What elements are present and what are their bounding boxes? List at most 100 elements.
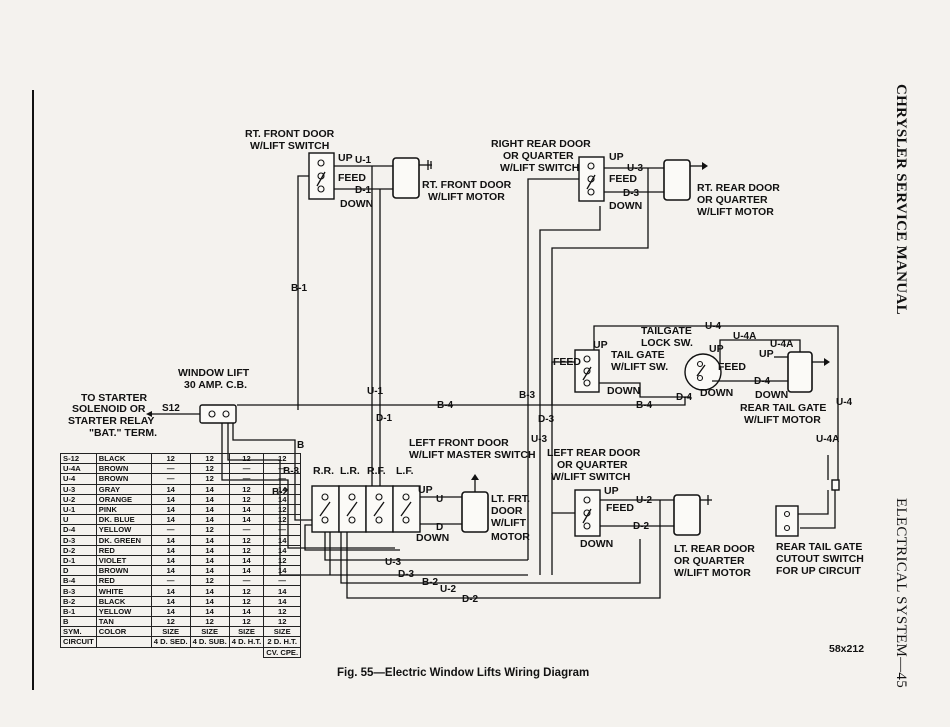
table-header-cell: 4 D. SED.	[150, 636, 191, 648]
tailgate-lock-label-2: LOCK SW.	[641, 337, 693, 349]
table-cell: B-4	[60, 575, 97, 587]
table-cell: 12	[189, 463, 230, 475]
table-cell: 14	[228, 514, 265, 526]
table-header-cell: SIZE	[189, 626, 230, 638]
lock-up: UP	[709, 343, 724, 355]
table-header-cell	[95, 636, 152, 648]
table-cell: 12	[228, 534, 265, 546]
lt-rear-motor-label-2: OR QUARTER	[674, 555, 745, 567]
starter-label-4: "BAT." TERM.	[89, 427, 157, 439]
table-cell: 14	[150, 514, 191, 526]
table-cell: U-4A	[60, 463, 97, 475]
lt-rear-motor-label-1: LT. REAR DOOR	[674, 543, 755, 555]
table-cell: 14	[263, 565, 302, 577]
table-cell: —	[228, 575, 265, 587]
left-front-master-switch	[311, 485, 421, 533]
wire-label-u4a: U-4A	[733, 331, 756, 342]
figure-caption: Fig. 55—Electric Window Lifts Wiring Dia…	[337, 667, 590, 679]
table-cell: 14	[189, 585, 230, 597]
wire-label-d3-bottom: D-3	[398, 569, 415, 580]
tail-gate-switch	[574, 349, 600, 393]
rt-rear-motor	[663, 159, 708, 201]
table-cell: 14	[189, 544, 230, 556]
table-cell: B-1	[60, 605, 97, 618]
tailgate-lock-switch	[684, 353, 722, 391]
lock-feed: FEED	[718, 361, 746, 373]
left-rear-switch-label-1: LEFT REAR DOOR	[547, 447, 641, 459]
table-cell: 12	[263, 503, 302, 516]
table-cell: WHITE	[95, 585, 152, 597]
table-cell: —	[263, 524, 302, 536]
running-title: CHRYSLER SERVICE MANUAL	[893, 84, 909, 315]
right-rear-switch-label-2: OR QUARTER	[503, 150, 574, 162]
tail-gate-up: UP	[593, 339, 608, 351]
table-cell: —	[150, 463, 191, 475]
table-cell: BROWN	[95, 473, 152, 485]
table-cell: 14	[189, 595, 230, 607]
table-header-cell: CV. CPE.	[263, 646, 302, 658]
wire-label-u4a-right: U-4A	[816, 434, 839, 445]
wire-label-u4-right: U-4	[836, 397, 853, 408]
left-rear-feed: FEED	[606, 502, 634, 514]
table-cell: B-3	[60, 585, 97, 597]
table-cell: —	[228, 524, 265, 536]
rt-front-down: DOWN	[340, 198, 373, 210]
table-header-cell: 4 D. H.T.	[228, 636, 265, 648]
table-cell: U-1	[60, 503, 97, 516]
table-cell: 14	[189, 514, 230, 526]
table-cell: DK. BLUE	[95, 514, 152, 526]
cb-label-1: WINDOW LIFT	[178, 367, 250, 379]
wire-label-b2-bottom: B-2	[422, 577, 439, 588]
cb-label-2: 30 AMP. C.B.	[184, 379, 247, 391]
wire-label-u2: U-2	[636, 495, 653, 506]
table-blank-cell	[151, 647, 190, 657]
master-label-rf: R.F.	[367, 465, 386, 477]
table-cell: 14	[150, 554, 191, 567]
master-label-lr: L.R.	[340, 465, 360, 477]
table-cell: 14	[189, 605, 230, 618]
wire-label-d: D	[436, 522, 443, 533]
table-cell: 12	[189, 524, 230, 536]
motor-up: UP	[759, 348, 774, 360]
lt-frt-motor	[461, 474, 489, 533]
table-cell: 14	[150, 585, 191, 597]
table-cell: BROWN	[95, 565, 152, 577]
starter-label-2: SOLENOID OR	[72, 403, 146, 415]
table-cell: D-2	[60, 544, 97, 556]
table-cell: 12	[228, 585, 265, 597]
table-cell: U-3	[60, 483, 97, 495]
table-cell: —	[228, 473, 265, 485]
table-cell: B-2	[60, 595, 97, 607]
tail-gate-switch-label-2: W/LIFT SW.	[611, 361, 668, 373]
table-cell: 14	[150, 534, 191, 546]
table-header-row: CV. CPE.	[61, 646, 302, 658]
table-cell: D	[60, 565, 97, 577]
left-rear-down: DOWN	[580, 538, 613, 550]
table-header-cell: SIZE	[228, 626, 265, 638]
tailgate-lock-label-1: TAILGATE	[641, 325, 692, 337]
figure-id: 58x212	[829, 643, 865, 655]
left-rear-switch-label-2: OR QUARTER	[557, 459, 628, 471]
wire-label-u3-bottom: U-3	[385, 557, 402, 568]
table-cell: D-4	[60, 524, 97, 536]
table-cell: 12	[189, 473, 230, 485]
table-cell: 14	[228, 565, 265, 577]
table-cell: YELLOW	[95, 605, 152, 618]
table-cell: 12	[228, 544, 265, 556]
table-header-cell: SIZE	[263, 626, 302, 638]
table-cell: TAN	[95, 615, 152, 628]
table-header-cell: SIZE	[150, 626, 191, 638]
lt-frt-motor-label-1: LT. FRT.	[491, 493, 530, 505]
table-cell: BROWN	[95, 463, 152, 475]
table-cell: 14	[150, 605, 191, 618]
starter-label-3: STARTER RELAY	[68, 415, 154, 427]
